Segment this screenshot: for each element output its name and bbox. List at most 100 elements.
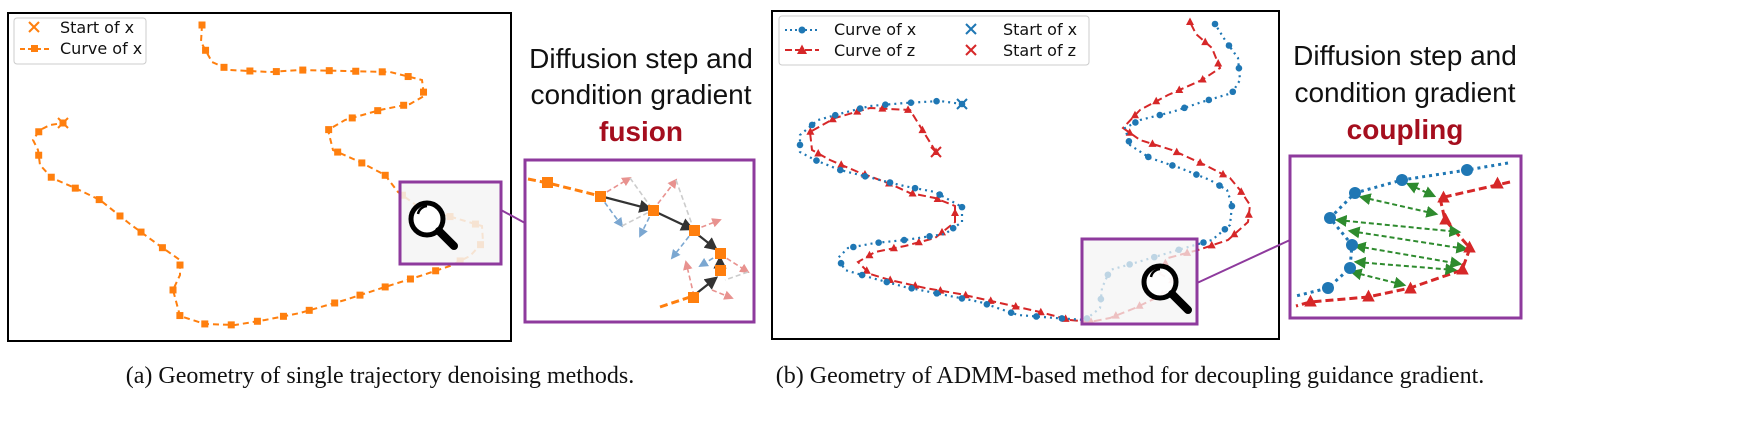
trajectory-point: [432, 267, 440, 275]
trajectory-point: [865, 250, 874, 259]
inset-a-step-arrows: [599, 194, 727, 294]
trajectory-point: [1196, 158, 1205, 166]
trajectory-point: [378, 68, 386, 76]
trajectory-point: [1011, 302, 1020, 310]
trajectory-point: [1237, 187, 1246, 195]
trajectory-point: [889, 243, 898, 252]
trajectory-point: [299, 66, 307, 74]
panel-a-annotation-line2: condition gradient: [530, 79, 751, 110]
trajectory-point: [1228, 202, 1236, 210]
trajectory-point: [1156, 111, 1164, 119]
trajectory-point: [1186, 17, 1194, 25]
trajectory-point: [1229, 88, 1237, 96]
zoom-region-b: [1080, 237, 1199, 326]
panel-a-legend: Start of x Curve of x: [13, 17, 147, 65]
trajectory-point: [35, 128, 43, 136]
trajectory-point: [1211, 20, 1219, 28]
trajectory-point: [914, 237, 923, 246]
zoom-connector-b: [1196, 239, 1291, 284]
trajectory-point: [1169, 162, 1176, 169]
legend-curve-z-marker: [785, 44, 819, 54]
legend-curve-marker: [20, 45, 50, 52]
trajectory-point: [856, 105, 864, 112]
trajectory-point: [176, 312, 184, 320]
trajectory-point: [1175, 85, 1184, 94]
trajectory-point: [420, 88, 428, 96]
panel-a-caption: (a) Geometry of single trajectory denois…: [126, 363, 635, 389]
inset-a: [523, 158, 756, 324]
legend-start-x-marker: [965, 23, 977, 35]
panel-b-annotation-line1: Diffusion step and: [1293, 40, 1517, 71]
trajectory-point: [938, 227, 947, 236]
trajectory-point: [904, 105, 913, 113]
trajectory-point: [1207, 240, 1216, 249]
trajectory-point: [1172, 147, 1181, 156]
trajectory-point: [933, 290, 941, 297]
trajectory-point: [828, 114, 837, 123]
trajectory-point: [1244, 210, 1253, 218]
trajectory-point: [1221, 225, 1229, 233]
trajectory-point: [169, 286, 177, 294]
trajectory-point: [900, 236, 908, 244]
inset-b-curve-z: [1295, 180, 1511, 308]
inset-b-coupling-arrows: [1334, 182, 1469, 289]
trajectory-point: [1225, 42, 1233, 49]
trajectory-point: [1033, 313, 1040, 320]
panel-a: Start of x Curve of x: [7, 12, 756, 389]
trajectory-point: [1132, 119, 1139, 126]
trajectory-point: [958, 295, 966, 302]
legend-box: [13, 17, 147, 65]
legend-start-z-label: Start of z: [1003, 41, 1076, 60]
trajectory-point: [1152, 96, 1161, 105]
trajectory-point: [907, 99, 915, 106]
inset-b-points-x: [1322, 164, 1473, 294]
trajectory-point: [832, 111, 839, 119]
trajectory-point: [35, 151, 43, 159]
legend-start-label: Start of x: [60, 18, 134, 37]
trajectory-point: [837, 259, 845, 267]
trajectory-point: [882, 101, 889, 108]
legend-curve-label: Curve of x: [60, 39, 142, 58]
trajectory-point: [406, 275, 414, 283]
trajectory-point: [1148, 139, 1157, 147]
trajectory-point: [47, 173, 55, 181]
trajectory-point: [348, 114, 356, 122]
trajectory-point: [358, 159, 366, 167]
trajectory-point: [808, 121, 816, 129]
trajectory-point: [198, 21, 206, 29]
inset-b: [1288, 154, 1523, 320]
trajectory-point: [325, 67, 333, 75]
trajectory-point: [1214, 58, 1223, 67]
curve-x-b: [798, 23, 1242, 322]
trajectory-point: [814, 148, 823, 157]
trajectory-point: [853, 107, 862, 115]
trajectory-point: [1125, 138, 1133, 145]
trajectory-point: [813, 157, 820, 164]
trajectory-point: [253, 317, 261, 325]
trajectory-point: [958, 203, 966, 211]
panel-b-caption: (b) Geometry of ADMM-based method for de…: [776, 363, 1484, 389]
panel-b-annotation-accent: coupling: [1347, 114, 1464, 145]
trajectory-point: [272, 68, 280, 76]
panel-b-annotation-line2: condition gradient: [1294, 77, 1515, 108]
curve-z: [808, 21, 1252, 324]
trajectory-point: [334, 148, 342, 156]
legend-start-marker: [28, 21, 40, 33]
trajectory-point: [861, 172, 869, 180]
trajectory-point: [1230, 229, 1239, 238]
trajectory-point: [806, 127, 815, 135]
trajectory-point: [951, 208, 959, 216]
trajectory-point: [918, 125, 927, 134]
trajectory-point: [926, 233, 933, 240]
zoom-connector-a: [500, 209, 526, 224]
start-z-marker-b: [930, 146, 942, 158]
trajectory-point: [875, 239, 882, 246]
inset-a-curve: [527, 177, 601, 198]
trajectory-point: [1216, 182, 1223, 189]
trajectory-point: [1193, 171, 1200, 178]
legend-box-b: [778, 15, 1090, 66]
magnifier-icon: [1141, 263, 1192, 314]
trajectory-point: [374, 107, 382, 115]
trajectory-point: [404, 73, 412, 81]
